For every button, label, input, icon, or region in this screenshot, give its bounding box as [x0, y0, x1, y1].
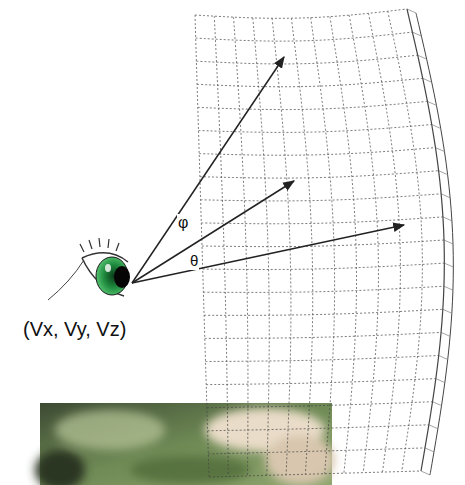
grid-line [208, 448, 425, 454]
view-grid [195, 9, 453, 477]
grid-line [204, 309, 443, 315]
grid-line [196, 32, 413, 41]
grid-line [196, 55, 417, 64]
angle-label: φ [177, 214, 189, 232]
grid-line [207, 402, 433, 408]
grid-line [198, 101, 428, 109]
surface-edge [441, 194, 450, 198]
surface-edge [436, 379, 445, 383]
surface-edge [444, 286, 453, 290]
surface-edge [432, 125, 441, 129]
eye-position-label: (Vx, Vy, Vz) [22, 318, 127, 340]
grid-line [201, 194, 442, 201]
surface-edge [407, 9, 416, 13]
surface-edge [421, 471, 430, 475]
grid-line [206, 356, 439, 362]
surface-edge [412, 32, 421, 36]
surface-edge [443, 217, 452, 221]
eye-symbol [48, 238, 130, 300]
grid-line [206, 379, 436, 385]
photo-fragment [35, 403, 335, 485]
grid-line [205, 332, 441, 338]
grid-line [199, 148, 435, 156]
surface-edge [423, 78, 432, 82]
grid-line [203, 286, 444, 292]
grid-line [201, 217, 443, 224]
grid-line [202, 240, 444, 247]
angle-label: θ [189, 253, 199, 270]
grid-line [200, 171, 439, 178]
surface-edge [429, 425, 438, 429]
surface-edge [427, 101, 436, 105]
grid-line [209, 471, 421, 477]
surface-edge [433, 402, 442, 406]
surface-edge [439, 171, 448, 175]
surface-edge [435, 148, 444, 152]
grid-line [195, 9, 407, 18]
surface-edge [441, 332, 450, 336]
surface-edge [416, 13, 453, 475]
grid-line [197, 78, 423, 86]
view-rays [132, 57, 404, 283]
surface-edge [444, 240, 453, 244]
surface-edge [418, 55, 427, 59]
surface-edge [439, 356, 448, 360]
surface-edge [443, 309, 452, 313]
grid-line [208, 425, 429, 431]
surface-edge [444, 263, 453, 267]
grid-line [203, 263, 445, 269]
surface-edge [425, 448, 434, 452]
